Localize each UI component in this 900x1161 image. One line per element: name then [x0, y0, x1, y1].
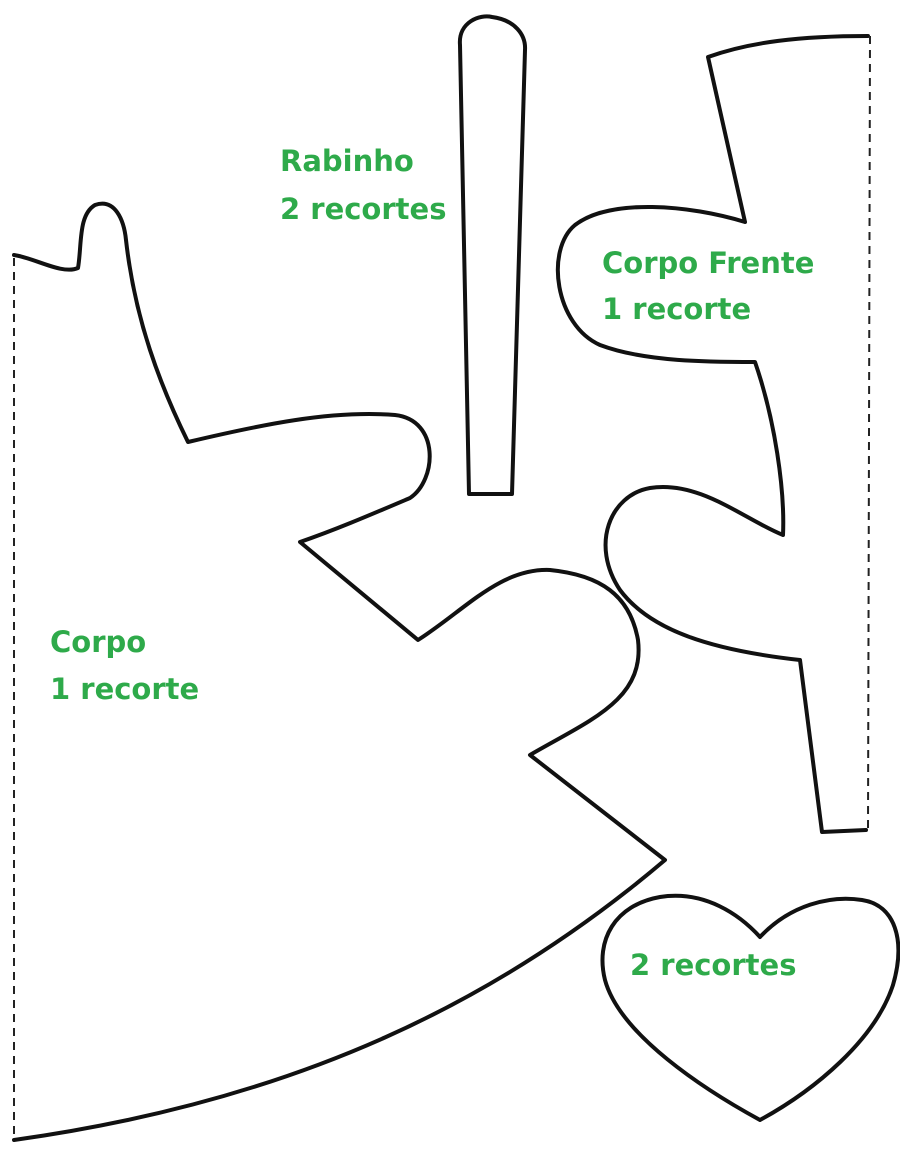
rabinho-piece-outline — [457, 14, 528, 496]
corpo-count-label: 1 recorte — [50, 672, 199, 706]
rabinho-count-label: 2 recortes — [280, 192, 446, 226]
heart-count-label: 2 recortes — [630, 948, 796, 982]
corpo-piece-outline — [12, 201, 667, 1142]
corpo-frente-fold-line — [867, 35, 871, 831]
corpo-name-label: Corpo — [50, 625, 146, 659]
rabinho-name-label: Rabinho — [280, 144, 414, 178]
corpo-frente-piece-outline — [555, 34, 870, 834]
corpo-frente-count-label: 1 recorte — [602, 292, 751, 326]
heart-piece-outline — [600, 893, 900, 1122]
corpo-frente-name-label: Corpo Frente — [602, 246, 814, 280]
